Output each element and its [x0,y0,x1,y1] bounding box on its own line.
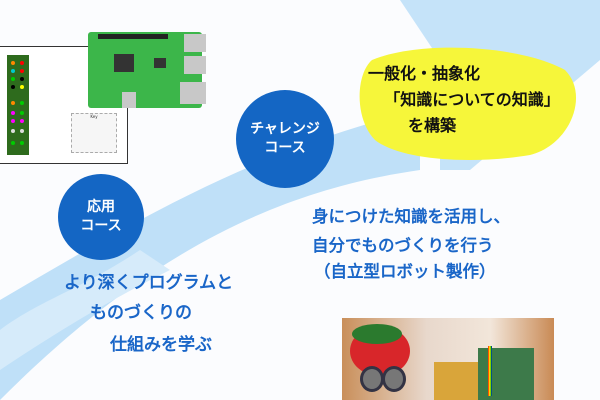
basic-description-line-2: ものづくりの [90,303,192,323]
basic-description-line-3: 仕組みを学ぶ [110,335,212,355]
challenge-course-badge: チャレンジ コース [236,90,334,188]
challenge-course-label-2: コース [264,140,306,156]
arrow-band-lower [0,250,170,370]
legend-title: Key [90,114,98,119]
raspberry-pi-board [88,32,206,108]
arrow-band [0,110,420,400]
challenge-description-line-1: 身につけた知識を活用し、 [312,207,510,226]
gpio-header [7,55,29,155]
basic-description-line-1: より深くプログラムと [64,273,234,293]
highlight-blob [359,47,577,160]
robot-photo [342,318,554,400]
pinout-legend: Key [71,113,117,153]
challenge-course-label-1: チャレンジ [250,121,320,138]
challenge-description-line-2: 自分でものづくりを行う [312,236,494,255]
goal-line-2: 「知識についての知識」 [384,90,560,109]
basic-course-badge: 応用 コース [58,174,144,260]
basic-course-label-2: コース [80,218,122,234]
challenge-description-line-3: （自立型ロボット製作） [314,262,496,281]
goal-line-1: 一般化・抽象化 [368,64,481,83]
goal-line-3: を構築 [407,116,456,135]
basic-course-label-1: 応用 [87,199,115,216]
